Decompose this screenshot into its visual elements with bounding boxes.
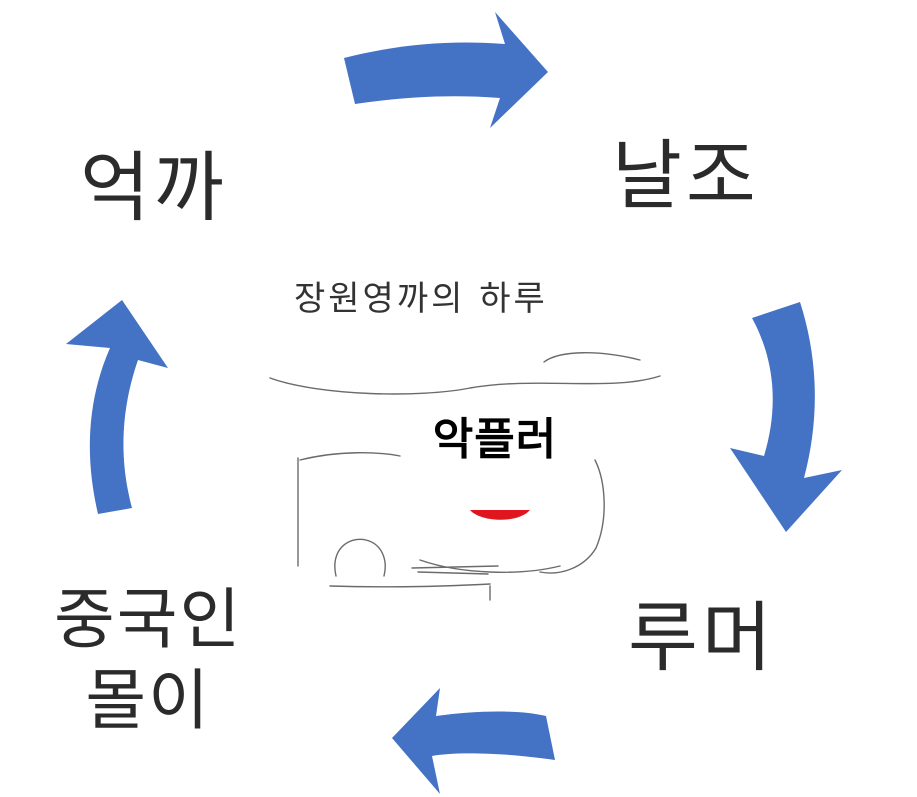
arrow-left bbox=[66, 300, 168, 514]
cycle-label-fabrication: 날조 bbox=[612, 138, 760, 214]
center-caption: 악플러 bbox=[420, 418, 570, 462]
cycle-label-slander: 억까 bbox=[80, 150, 228, 226]
arrow-bottom bbox=[392, 688, 555, 794]
red-mouth bbox=[470, 510, 530, 520]
cycle-label-rumor: 루머 bbox=[628, 600, 776, 676]
arrow-top bbox=[344, 12, 548, 128]
cycle-label-chinese-framing: 중국인 몰이 bbox=[54, 580, 242, 741]
arrow-right bbox=[730, 302, 842, 532]
diagram-title: 장원영까의 하루 bbox=[294, 282, 548, 316]
